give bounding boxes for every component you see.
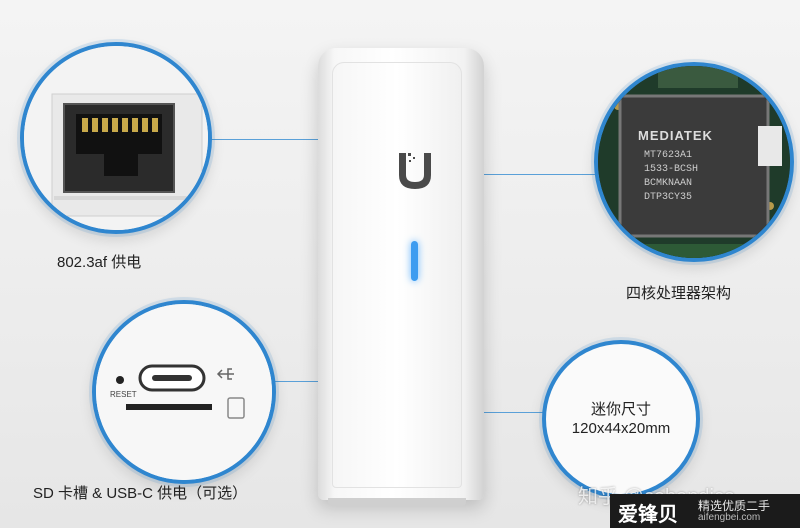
device-front-panel	[332, 62, 462, 488]
size-dimensions: 120x44x20mm	[571, 420, 671, 437]
usb-symbol-icon	[216, 368, 234, 380]
size-title: 迷你尺寸	[590, 401, 651, 418]
site-watermark: 爱锋贝 精选优质二手 aifengbei.com	[610, 494, 800, 528]
sd-card-symbol-icon	[227, 397, 245, 419]
ports-callout: RESET	[92, 300, 276, 484]
reset-pinhole-icon	[116, 376, 124, 384]
ethernet-port-callout	[20, 42, 212, 234]
pcb-board	[598, 66, 790, 258]
ethernet-caption: 802.3af 供电	[57, 254, 142, 271]
connector-size	[484, 412, 544, 413]
ports-panel	[96, 304, 272, 480]
chip-marking-2: 1533-BCSH	[644, 164, 699, 175]
size-callout: 迷你尺寸 120x44x20mm	[542, 340, 700, 498]
chip-marking-1: MT7623A1	[644, 150, 693, 161]
sd-card-slot-icon	[126, 404, 212, 410]
connector-ports	[268, 381, 318, 382]
site-url: aifengbei.com	[698, 512, 761, 523]
ubiquiti-logo-icon	[399, 153, 431, 189]
controller-device	[318, 48, 484, 506]
status-led	[411, 241, 418, 281]
ports-caption: SD 卡槽 & USB-C 供电（可选）	[33, 485, 248, 502]
connector-ethernet	[204, 139, 318, 140]
ethernet-port-icon	[24, 46, 208, 230]
device-foot	[328, 498, 466, 506]
processor-caption: 四核处理器架构	[626, 285, 732, 302]
reset-label: RESET	[110, 390, 137, 399]
processor-callout: MEDIATEK MT7623A1 1533-BCSH BCMKNAAN DTP…	[594, 62, 794, 262]
chip-marking-3: BCMKNAAN	[644, 178, 693, 189]
chip-marking-4: DTP3CY35	[644, 192, 693, 203]
chip-brand: MEDIATEK	[638, 128, 713, 143]
site-tagline: 精选优质二手	[698, 499, 771, 513]
site-name: 爱锋贝	[618, 504, 678, 526]
connector-chip	[484, 174, 596, 175]
